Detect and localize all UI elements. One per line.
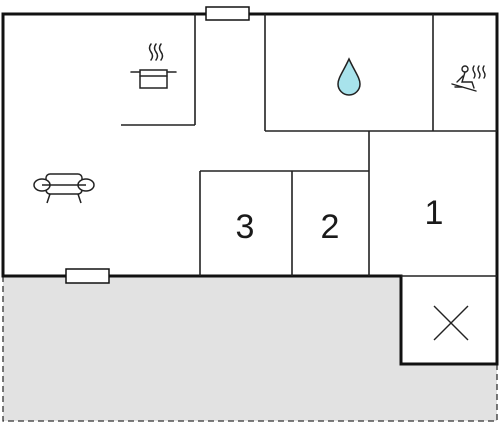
sofa-icon [33,173,95,204]
cross-icon [433,305,469,341]
window-bottom [65,268,110,284]
terrace-dashed-border [2,276,498,422]
room-label-2: 2 [321,208,340,246]
cooking-pot-icon [130,43,177,89]
terrace-area [3,276,401,421]
window-top [205,6,250,21]
water-drop-icon [337,57,361,96]
outer-wall [1,12,499,366]
room-label-3: 3 [236,208,255,246]
sauna-icon [451,65,486,92]
terrace-area-right [401,364,497,421]
interior-walls [121,14,497,277]
room-label-1: 1 [425,194,444,232]
